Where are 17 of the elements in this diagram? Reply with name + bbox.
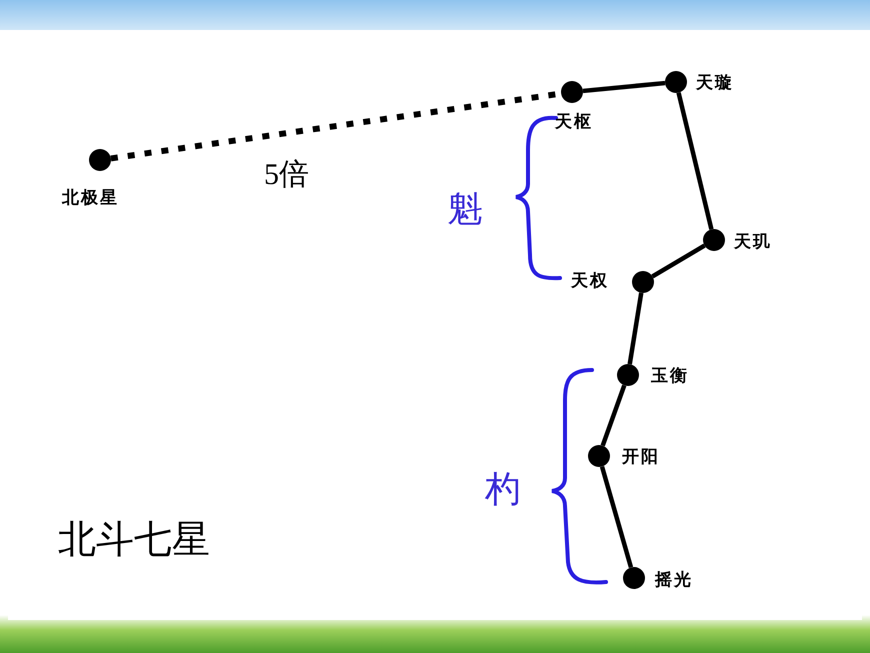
star-name: 开阳 [622,446,660,468]
bracket-label: 魁 [447,192,483,228]
star-name: 天玑 [734,231,772,253]
connector-line [582,80,666,94]
connector-line [628,292,644,364]
connector-line [600,466,634,568]
star-name: 玉衡 [651,365,689,387]
connector-line [676,92,714,230]
title-text: 北斗七星 [58,520,210,558]
star-name: 摇光 [655,569,693,591]
connector-line [651,244,706,278]
connector-line [600,384,626,446]
star-name: 北极星 [62,187,119,209]
star-name: 天权 [571,270,609,292]
star-name: 天枢 [555,111,593,133]
bracket-label: 杓 [485,472,521,508]
star-name: 天璇 [696,72,734,94]
